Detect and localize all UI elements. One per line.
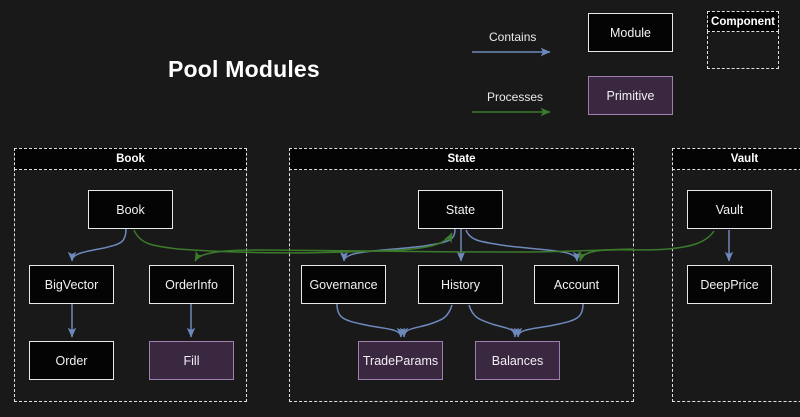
legend-processes-label: Processes bbox=[487, 90, 544, 104]
cluster-label-vault: Vault bbox=[672, 148, 800, 170]
cluster-label-state: State bbox=[289, 148, 634, 170]
node-tradeparams[interactable]: TradeParams bbox=[358, 341, 443, 380]
node-book[interactable]: Book bbox=[88, 190, 173, 229]
legend-component-label: Component bbox=[707, 11, 779, 32]
node-deepprice[interactable]: DeepPrice bbox=[687, 265, 772, 304]
diagram-title: Pool Modules bbox=[168, 56, 320, 82]
legend-contains-label: Contains bbox=[489, 30, 537, 44]
node-orderinfo[interactable]: OrderInfo bbox=[149, 265, 234, 304]
node-balances[interactable]: Balances bbox=[475, 341, 560, 380]
node-state[interactable]: State bbox=[418, 190, 503, 229]
node-history[interactable]: History bbox=[418, 265, 503, 304]
node-order[interactable]: Order bbox=[29, 341, 114, 380]
node-bigvector[interactable]: BigVector bbox=[29, 265, 114, 304]
node-fill[interactable]: Fill bbox=[149, 341, 234, 380]
node-account[interactable]: Account bbox=[534, 265, 619, 304]
legend-primitive-box: Primitive bbox=[588, 76, 673, 115]
legend-contains-arrow bbox=[472, 47, 551, 57]
legend-module-box: Module bbox=[588, 13, 673, 52]
node-vault[interactable]: Vault bbox=[687, 190, 772, 229]
legend-processes-arrow bbox=[472, 107, 551, 117]
cluster-label-book: Book bbox=[14, 148, 247, 170]
node-governance[interactable]: Governance bbox=[301, 265, 386, 304]
